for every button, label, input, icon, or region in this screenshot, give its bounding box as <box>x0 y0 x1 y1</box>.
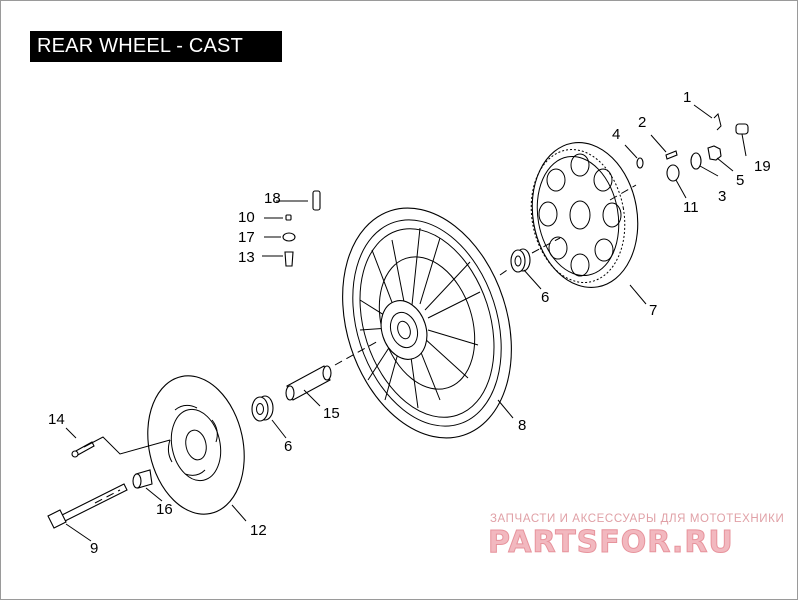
callout-12: 12 <box>250 522 267 539</box>
callout-2: 2 <box>638 114 646 131</box>
diagram-title: REAR WHEEL - CAST <box>30 31 282 62</box>
callout-13: 13 <box>238 249 255 266</box>
callout-14: 14 <box>48 411 65 428</box>
bearing-6-lower <box>251 395 274 422</box>
callout-7: 7 <box>649 302 657 319</box>
callout-5: 5 <box>736 172 744 189</box>
callout-9: 9 <box>90 540 98 557</box>
small-hardware <box>636 113 749 182</box>
callout-19: 19 <box>754 158 771 175</box>
rear-pulley-part <box>530 141 639 289</box>
watermark-brand: PARTSFOR.RU <box>488 525 734 560</box>
brake-rotor-part <box>147 375 245 515</box>
callout-17: 17 <box>238 229 255 246</box>
cast-wheel-part <box>342 207 512 439</box>
callout-6-upper: 6 <box>541 289 549 306</box>
spacer-16 <box>132 469 153 489</box>
callout-18: 18 <box>264 190 281 207</box>
callout-15: 15 <box>323 405 340 422</box>
callout-4: 4 <box>612 126 620 143</box>
watermark-tagline: ЗАПЧАСТИ И АКСЕССУАРЫ ДЛЯ МОТОТЕХНИКИ <box>490 513 784 525</box>
axle-9 <box>47 483 128 529</box>
callout-10: 10 <box>238 209 255 226</box>
callout-16: 16 <box>156 501 173 518</box>
bearing-6-upper <box>510 248 531 273</box>
callout-3: 3 <box>718 188 726 205</box>
callout-1: 1 <box>683 89 691 106</box>
callout-6-lower: 6 <box>284 438 292 455</box>
valve-hardware <box>282 190 321 267</box>
leader-lines <box>65 104 747 542</box>
screw-14 <box>71 441 95 458</box>
callout-8: 8 <box>518 417 526 434</box>
callout-11: 11 <box>683 199 699 216</box>
axis-centerline <box>94 184 637 504</box>
spacer-15 <box>285 365 332 401</box>
